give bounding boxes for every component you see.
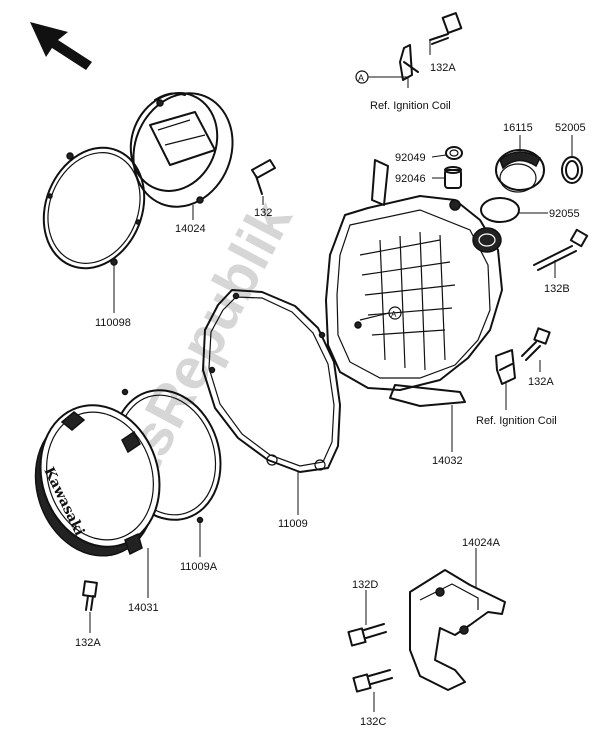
part-132-bolt bbox=[251, 159, 276, 195]
part-132B-bolt bbox=[533, 228, 589, 271]
label-14031: 14031 bbox=[128, 602, 159, 614]
part-14024-inner-cover bbox=[129, 92, 234, 208]
label-ref-ignition-coil-right: Ref. Ignition Coil bbox=[476, 415, 557, 427]
part-92049-washer bbox=[445, 146, 463, 160]
part-132D-bolt bbox=[347, 623, 387, 647]
label-132C: 132C bbox=[360, 716, 386, 728]
part-14031-outer-cover: Kawasaki bbox=[34, 404, 161, 557]
part-132A-bolt-right bbox=[521, 327, 551, 361]
part-132A-bolt-bottom bbox=[82, 580, 98, 611]
part-132C-bolt bbox=[352, 669, 393, 693]
label-132B: 132B bbox=[544, 283, 570, 295]
part-52005-ring bbox=[561, 156, 583, 184]
ref-marker-a-top: A bbox=[355, 70, 369, 84]
label-11009A: 11009A bbox=[180, 561, 218, 573]
ignition-coil-bracket-top bbox=[399, 44, 419, 81]
part-92046-cap bbox=[444, 166, 462, 189]
label-132D: 132D bbox=[352, 579, 378, 591]
svg-text:A: A bbox=[358, 73, 364, 83]
label-132: 132 bbox=[254, 207, 272, 219]
label-ref-ignition-coil-top: Ref. Ignition Coil bbox=[370, 100, 451, 112]
label-92055: 92055 bbox=[549, 208, 580, 220]
label-52005: 52005 bbox=[555, 122, 586, 134]
ref-marker-a-on-cover: A bbox=[391, 310, 397, 319]
part-132A-bolt-top bbox=[429, 12, 463, 45]
label-92046: 92046 bbox=[395, 173, 426, 185]
label-16115: 16115 bbox=[503, 122, 533, 134]
label-110098: 110098 bbox=[95, 317, 131, 329]
part-14024A-bracket bbox=[409, 569, 506, 691]
label-132A-right: 132A bbox=[528, 376, 554, 388]
part-92055-o-ring bbox=[480, 197, 520, 223]
label-132A-top: 132A bbox=[430, 62, 456, 74]
part-14032-crankcase-cover: A bbox=[325, 159, 503, 407]
label-11009: 11009 bbox=[278, 518, 308, 530]
label-132A-bottom: 132A bbox=[75, 637, 101, 649]
label-14032: 14032 bbox=[432, 455, 463, 467]
part-11009-gasket bbox=[202, 289, 341, 473]
ignition-coil-bracket-right bbox=[495, 349, 516, 385]
label-14024A: 14024A bbox=[462, 537, 501, 549]
leader-lines bbox=[89, 40, 573, 712]
front-direction-arrow-icon bbox=[30, 22, 92, 70]
part-16115-cap bbox=[495, 149, 545, 193]
label-92049: 92049 bbox=[395, 152, 426, 164]
part-110098-gasket bbox=[42, 146, 146, 270]
label-14024: 14024 bbox=[175, 223, 206, 235]
